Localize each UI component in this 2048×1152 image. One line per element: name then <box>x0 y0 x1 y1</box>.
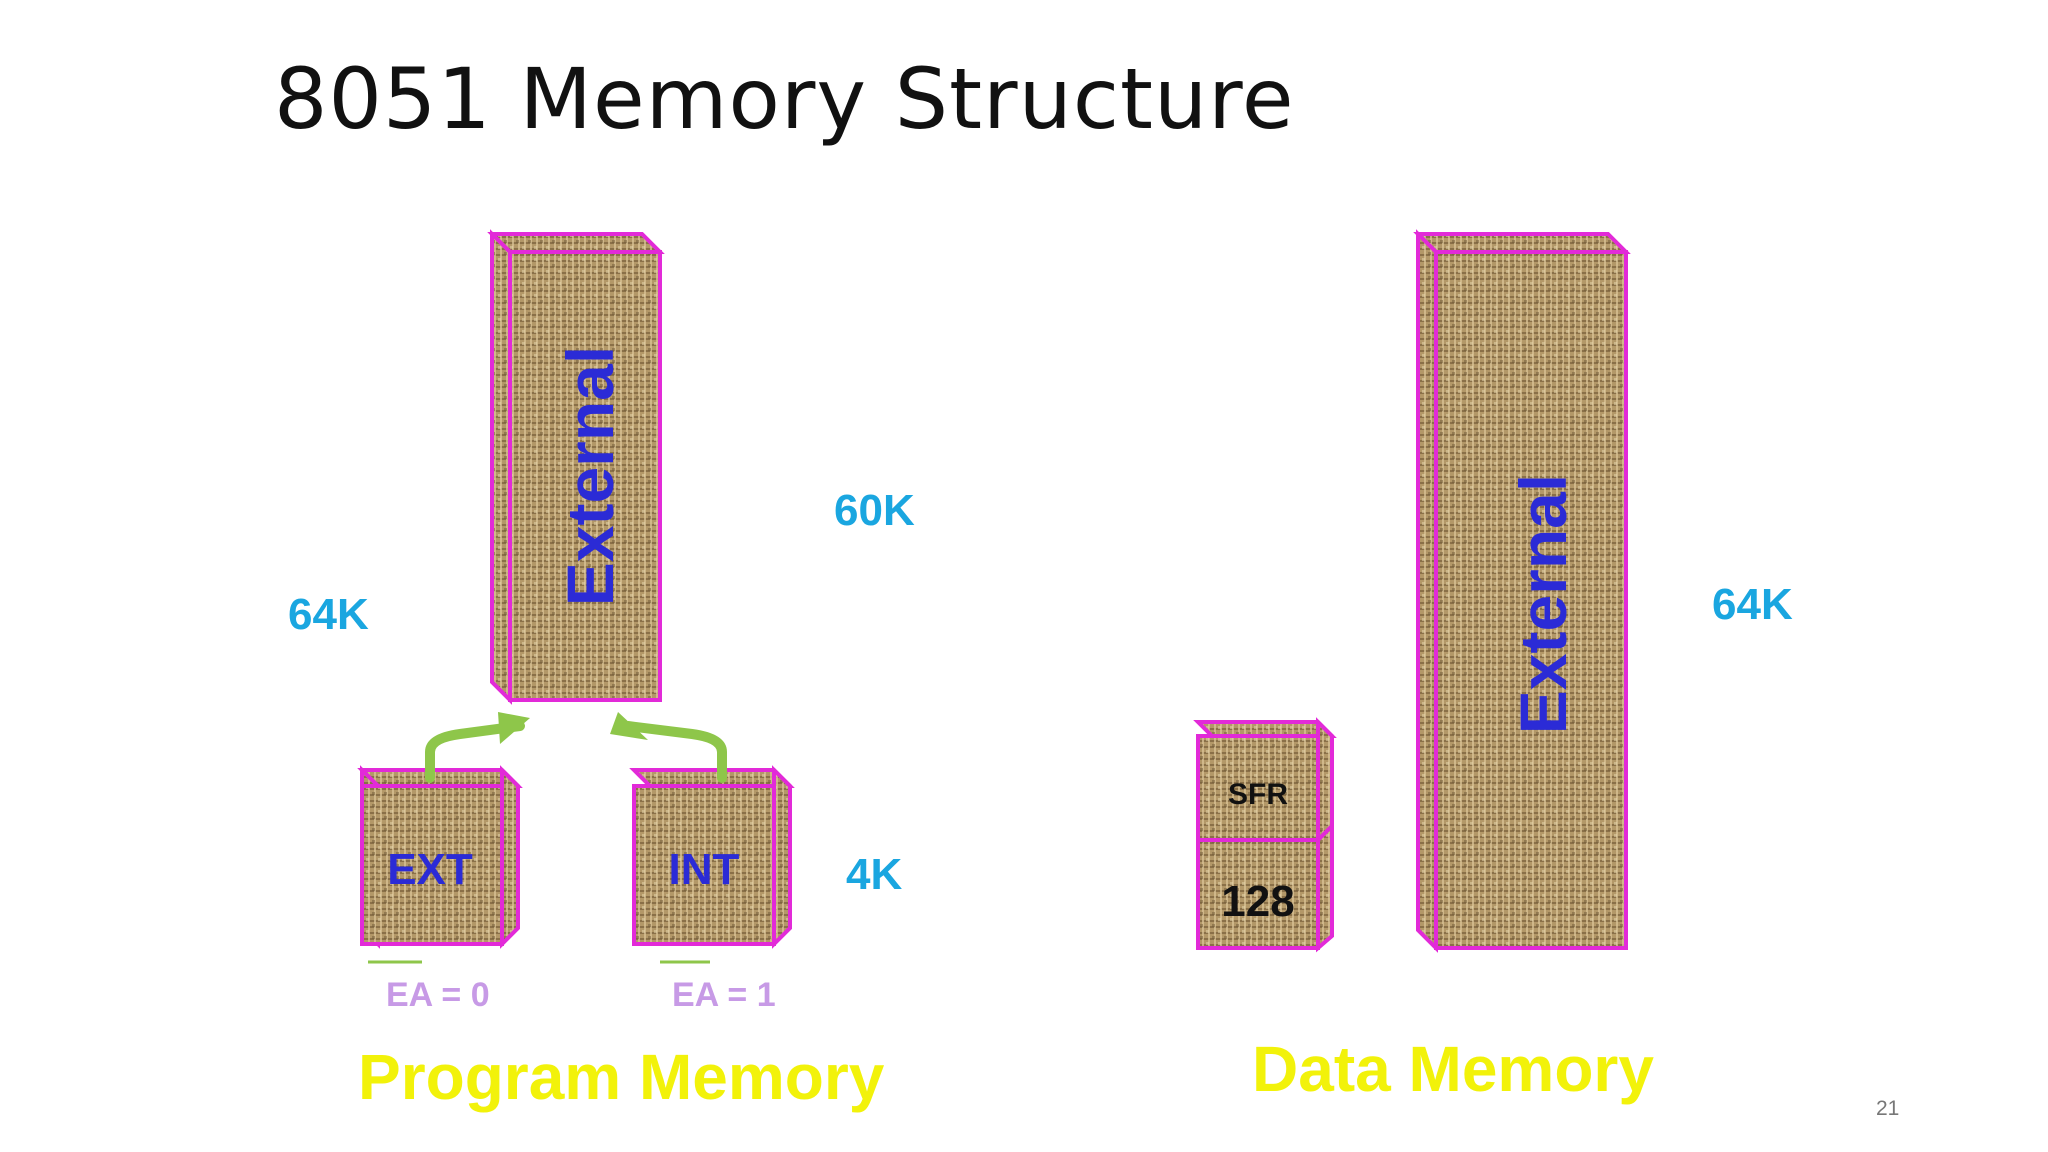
ext-box: EXT <box>357 765 523 949</box>
int-to-external-arrow <box>623 721 727 783</box>
data-external-size: 64K <box>1712 580 1793 629</box>
ea0-label: EA = 0 <box>386 976 490 1014</box>
program-external-size: 60K <box>834 486 915 535</box>
int-arrowhead <box>610 712 648 740</box>
ea1-label: EA = 1 <box>672 976 776 1014</box>
ram-128-box: 128 <box>1196 821 1334 953</box>
ram-128-label: 128 <box>1221 877 1294 926</box>
data-external-box: External <box>1413 229 1631 953</box>
program-total-size: 64K <box>288 590 369 639</box>
page-number: 21 <box>1876 1097 1900 1120</box>
program-external-label: External <box>553 346 627 606</box>
program-internal-size: 4K <box>846 850 903 899</box>
sfr-label: SFR <box>1228 778 1288 811</box>
ext-to-external-arrow <box>425 721 525 783</box>
sfr-box: SFR <box>1193 717 1337 845</box>
program-external-box: External <box>487 229 665 705</box>
int-label: INT <box>669 845 740 894</box>
data-external-label: External <box>1506 474 1580 734</box>
program-memory-heading: Program Memory <box>358 1041 885 1113</box>
data-memory-heading: Data Memory <box>1252 1033 1654 1105</box>
slide-title: 8051 Memory Structure <box>274 50 1295 148</box>
int-box: INT <box>629 765 795 949</box>
ext-label: EXT <box>387 845 473 894</box>
ext-arrowhead <box>498 712 530 744</box>
